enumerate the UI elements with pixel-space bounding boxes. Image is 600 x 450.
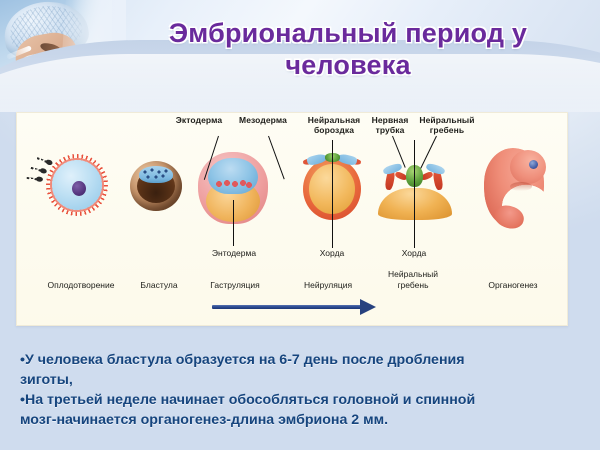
stage-label-neurulation: Нейруляция bbox=[303, 280, 353, 290]
stage-label-organogenesis: Органогенез bbox=[488, 280, 538, 290]
body-text-line-4: мозг-начинается органогенез-длина эмбрио… bbox=[20, 412, 389, 429]
slide-body-text: •У человека бластула образуется на 6-7 д… bbox=[20, 350, 586, 431]
stage-label-neural-crest-line2: гребень bbox=[397, 280, 429, 290]
egg-nucleus-shape bbox=[72, 181, 86, 196]
page-title-line-1: Эмбриональный период у bbox=[168, 18, 528, 48]
label-neural-tube-line2: трубка bbox=[375, 125, 405, 135]
body-text-line-1: •У человека бластула образуется на 6-7 д… bbox=[20, 352, 465, 368]
label-endoderm: Энтодерма bbox=[211, 248, 257, 258]
embryo-head bbox=[510, 150, 546, 184]
label-notochord-1: Хорда bbox=[319, 248, 345, 258]
label-neural-crest-line2: гребень bbox=[429, 125, 465, 135]
stage-label-fertilization: Оплодотворение bbox=[47, 280, 115, 290]
development-arrow-head bbox=[360, 299, 376, 315]
page-title-line-2: человека bbox=[285, 49, 411, 80]
stage-label-blastula: Бластула bbox=[140, 280, 178, 290]
header-curve-highlight bbox=[0, 54, 600, 112]
embryo-development-diagram bbox=[16, 112, 568, 326]
leader-line-notochord-2 bbox=[414, 140, 415, 248]
body-text-line-2: зиготы, bbox=[20, 372, 73, 389]
label-mesoderm: Мезодерма bbox=[239, 115, 287, 125]
embryo-illustration bbox=[484, 148, 546, 232]
label-neural-groove-line2: бороздка bbox=[313, 125, 355, 135]
slide-header: Эмбриональный период у человека bbox=[0, 0, 600, 112]
label-neural-crest-line1: Нейральный bbox=[419, 115, 475, 125]
page-title: Эмбриональный период у человека bbox=[120, 18, 576, 82]
embryo-neck-fold bbox=[510, 182, 532, 191]
label-ectoderm: Эктодерма bbox=[175, 115, 223, 125]
sperm-head bbox=[35, 176, 44, 183]
neural-crest-left-group bbox=[382, 162, 408, 191]
body-text-line-3: •На третьей неделе начинает обособляться… bbox=[20, 392, 476, 409]
leader-line-notochord-1 bbox=[332, 140, 333, 248]
label-neural-groove-line1: Нейральная bbox=[307, 115, 361, 125]
stage-label-neural-crest-line1: Нейральный bbox=[387, 269, 438, 279]
development-direction-arrow bbox=[212, 305, 364, 309]
neural-crest-right-group bbox=[420, 162, 446, 191]
label-neural-tube-line1: Нервная bbox=[371, 115, 409, 125]
stage-label-gastrulation: Гаструляция bbox=[210, 280, 260, 290]
inner-cell-mass bbox=[139, 166, 173, 183]
embryo-eye bbox=[529, 160, 538, 169]
neural-crest-dome-shape bbox=[378, 188, 452, 220]
mesoderm-layer-shape bbox=[214, 180, 252, 188]
leader-line-endoderm bbox=[233, 200, 234, 246]
label-notochord-2: Хорда bbox=[401, 248, 427, 258]
ectoderm-layer-shape bbox=[208, 158, 258, 194]
